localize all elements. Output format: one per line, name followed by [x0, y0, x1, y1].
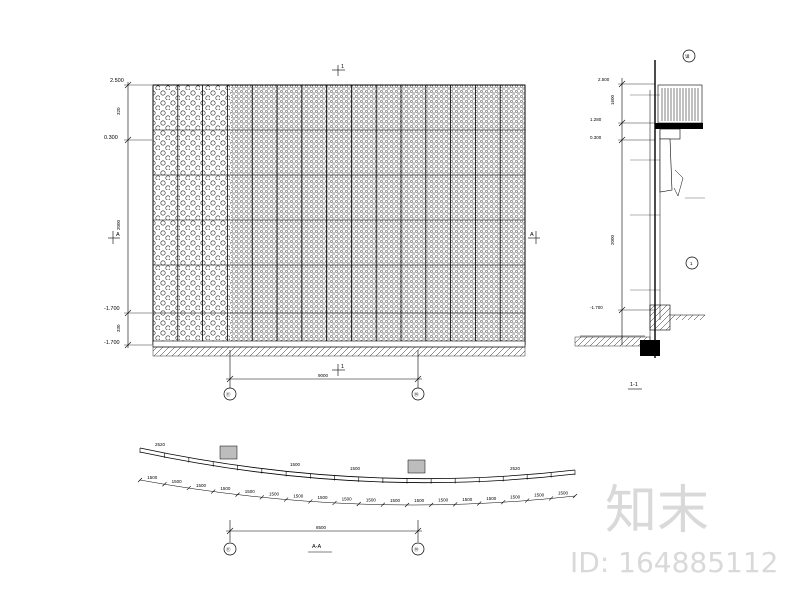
elev-level-bottom: -1.700 [104, 340, 120, 346]
plan-dimension-tick [500, 500, 506, 505]
elev-side-marker-right: A [530, 232, 534, 238]
watermark-id: ID: 164885112 [570, 546, 778, 579]
elevation-transoms [153, 129, 525, 314]
plan-dimension-tick [259, 495, 265, 500]
elev-level-lower: -1.700 [104, 306, 120, 312]
plan-dimension-tick [210, 489, 216, 494]
plan-axis-dim: 8500 [316, 525, 327, 530]
plan-dimension-labels: 1500 1500 1500 1500 1500 1500 1500 1500 1500 1500… [147, 475, 568, 503]
sec-detail-marker-mid: 1 [690, 261, 693, 266]
plan-dimension-tick [356, 501, 361, 507]
elevation-base-band [152, 340, 526, 348]
plan-dimension-tick [404, 502, 410, 508]
plan-panel-label: 1500 [293, 494, 304, 499]
elev-level-upper: 0.300 [104, 135, 118, 141]
plan-dimension-ticks [137, 448, 578, 508]
plan-dimension-tick [186, 485, 192, 491]
plan-a-a-view: 1500 1500 1500 1500 1500 1500 1500 1500 1500 1500… [137, 442, 578, 556]
elev-dim-3: 330 [116, 324, 121, 332]
plan-dimension-tick [332, 500, 337, 506]
plan-axis-left: ⑪ [226, 546, 231, 553]
elev-section-marker-top: 1 [341, 64, 344, 70]
plan-panel-label: 1500 [172, 479, 183, 484]
plan-panel-label: 1500 [245, 489, 256, 494]
elevation-ground [152, 346, 526, 357]
sec-level-1: 2.500 [598, 77, 610, 82]
elev-axis-left: ⑪ [226, 391, 231, 398]
section-roof-slats [661, 88, 699, 121]
plan-panel-label: 1500 [390, 498, 401, 503]
plan-dimension-tick [235, 492, 240, 497]
plan-panel-label: 1500 [438, 498, 449, 503]
elevation-panel-large-perf [153, 85, 231, 345]
sec-detail-marker-top: 详 [685, 53, 690, 60]
plan-dimension-tick [162, 482, 167, 487]
plan-panel-label: 1500 [342, 497, 353, 502]
plan-title: A-A [312, 544, 322, 550]
plan-dimension-tick [380, 502, 386, 507]
plan-panel-label: 1500 [558, 490, 569, 495]
plan-dimension-tick [548, 496, 554, 501]
watermark: 知末 ID: 164885112 [570, 481, 778, 579]
plan-panel-label: 1500 [486, 496, 497, 501]
plan-panel-label: 1500 [414, 498, 425, 503]
elev-section-marker-bottom: 1 [341, 364, 344, 370]
plan-axis-right: ⑭ [414, 546, 419, 553]
sec-level-2: 1.280 [590, 117, 602, 122]
elev-side-marker-left: A [116, 232, 120, 238]
plan-dimension-tick [137, 477, 143, 483]
plan-dimension-tick [283, 497, 289, 502]
plan-panel-label: 1500 [147, 475, 158, 480]
plan-panel-label: 1500 [196, 483, 207, 488]
elev-dim-1: 320 [116, 107, 121, 115]
elev-level-top: 2.500 [110, 78, 124, 84]
plan-dimension-tick [572, 493, 578, 499]
elev-dim-2: 2000 [116, 219, 121, 230]
plan-panel-label: 1500 [510, 494, 521, 499]
plan-dimension-tick [524, 498, 530, 503]
sec-level-4: -1.700 [590, 305, 603, 310]
plan-dimension-tick [452, 502, 458, 507]
watermark-logo: 知末 [605, 481, 709, 541]
plan-panel-label: 1500 [534, 493, 545, 498]
sec-title: 1-1 [630, 382, 638, 388]
plan-panel-label: 1500 [220, 486, 231, 491]
plan-panel-label: 1500 [366, 497, 377, 502]
plan-top-label-1: 2520 [155, 442, 166, 447]
sec-dim-2: 2000 [610, 234, 615, 245]
plan-dimension-tick [428, 502, 434, 508]
plan-top-label-4: 2520 [510, 466, 521, 471]
sec-level-3: 0.300 [590, 135, 602, 140]
plan-top-label-2: 1500 [290, 462, 301, 467]
elevation-panel-small-perf [231, 85, 525, 345]
elev-axis-dim: 9000 [318, 373, 329, 378]
elevation-mullions [177, 85, 501, 345]
plan-top-label-3: 1500 [350, 466, 361, 471]
elev-axis-right: ⑭ [414, 391, 419, 398]
plan-panel-label: 1500 [317, 495, 328, 500]
plan-panel-label: 1500 [462, 497, 473, 502]
plan-panel-label: 1500 [269, 491, 280, 496]
plan-dimension-tick [308, 499, 313, 504]
plan-arc-outer [139, 447, 576, 480]
plan-dimension-tick [476, 501, 482, 506]
section-1-1-view: 2.500 1.280 0.300 -1.700 1600 2000 [574, 49, 705, 390]
elevation-view: 2.500 0.300 -1.700 -1.700 320 2000 330 1… [104, 64, 540, 401]
sec-dim-1: 1600 [610, 94, 615, 105]
